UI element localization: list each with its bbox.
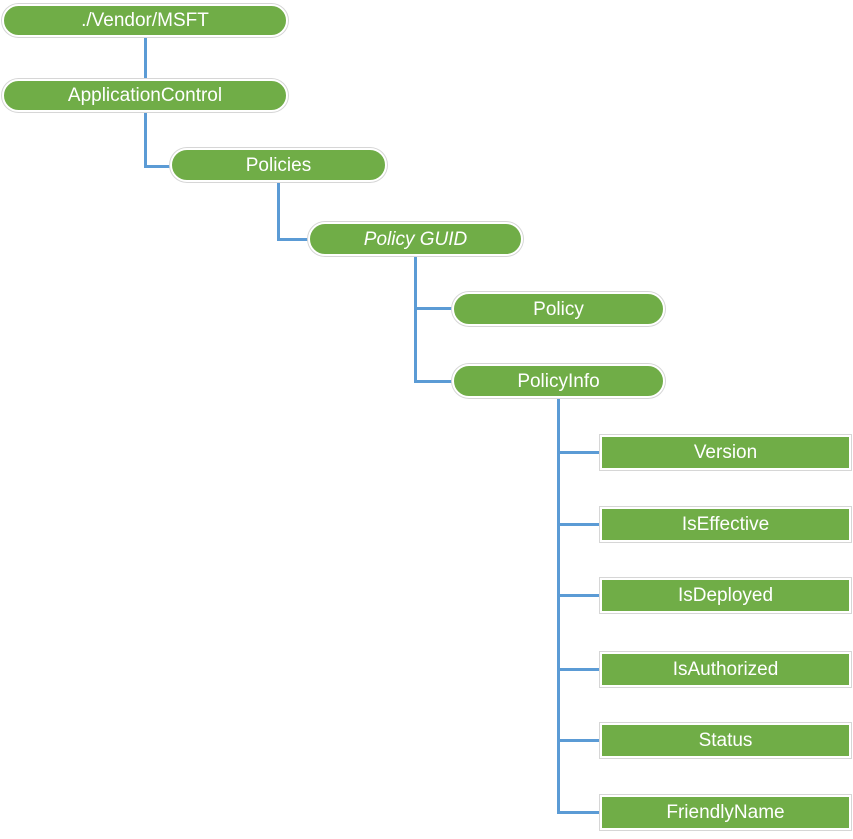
node-is-authorized: IsAuthorized (600, 652, 851, 687)
node-status: Status (600, 723, 851, 758)
node-policies: Policies (170, 148, 387, 182)
node-policy-info: PolicyInfo (452, 364, 665, 398)
node-vendor-msft: ./Vendor/MSFT (2, 4, 288, 37)
connector-appcontrol-to-policies-vertical (144, 112, 147, 168)
connector-guid-trunk (414, 256, 417, 383)
node-is-effective-label: IsEffective (681, 514, 770, 535)
connector-policyinfo-to-iseffective (557, 523, 600, 526)
connector-policyinfo-to-friendlyname (557, 811, 600, 814)
node-is-effective: IsEffective (600, 507, 851, 542)
node-is-authorized-label: IsAuthorized (672, 659, 779, 680)
connector-guid-to-policyinfo (414, 380, 452, 383)
connector-guid-to-policy (414, 307, 452, 310)
connector-appcontrol-to-policies-horizontal (144, 165, 170, 168)
connector-policyinfo-trunk (557, 398, 560, 814)
connector-policies-to-guid-horizontal (277, 238, 308, 241)
connector-vendor-to-appcontrol (144, 37, 147, 79)
connector-policyinfo-to-isauthorized (557, 668, 600, 671)
node-policies-label: Policies (245, 154, 312, 176)
connector-policyinfo-to-version (557, 451, 600, 454)
connector-policyinfo-to-status (557, 739, 600, 742)
node-friendly-name-label: FriendlyName (666, 802, 785, 823)
node-status-label: Status (698, 730, 753, 751)
connector-policyinfo-to-isdeployed (557, 594, 600, 597)
node-vendor-msft-label: ./Vendor/MSFT (81, 10, 209, 31)
node-version-label: Version (693, 442, 758, 463)
node-policy-info-label: PolicyInfo (517, 370, 600, 392)
node-is-deployed: IsDeployed (600, 578, 851, 613)
node-is-deployed-label: IsDeployed (677, 585, 774, 606)
node-policy-label: Policy (533, 298, 584, 320)
node-policy-guid: Policy GUID (308, 222, 523, 256)
node-policy: Policy (452, 292, 665, 326)
node-policy-guid-label: Policy GUID (363, 228, 468, 250)
connector-policies-to-guid-vertical (277, 182, 280, 241)
node-application-control-label: ApplicationControl (67, 85, 223, 106)
node-friendly-name: FriendlyName (600, 795, 851, 830)
node-version: Version (600, 435, 851, 470)
node-application-control: ApplicationControl (2, 79, 288, 112)
